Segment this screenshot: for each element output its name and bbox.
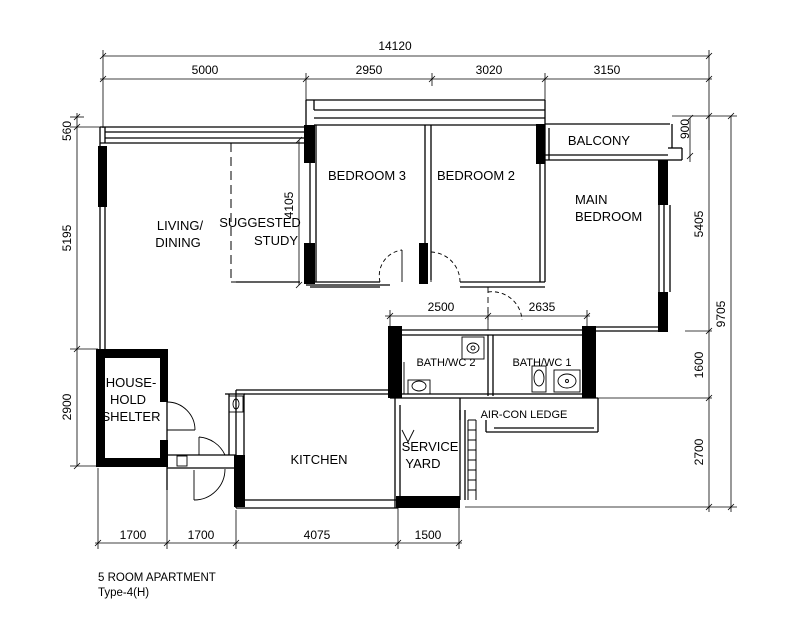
household-shelter-walls[interactable] xyxy=(96,349,168,467)
balcony-label[interactable]: BALCONY xyxy=(568,133,630,148)
bath1-width-dim: 2635 xyxy=(529,300,556,314)
doors xyxy=(166,249,523,501)
right-dim-3: 2700 xyxy=(692,438,706,465)
study-depth-dim: 4105 xyxy=(282,191,296,218)
caption: 5 ROOM APARTMENT Type-4(H) xyxy=(98,572,216,599)
kitchen-label[interactable]: KITCHEN xyxy=(290,452,347,467)
main-bedroom-label[interactable]: MAIN xyxy=(575,192,608,207)
service-yard-rack xyxy=(467,419,477,500)
structural-columns xyxy=(98,124,668,508)
bottom-dim-2: 1700 xyxy=(188,528,215,542)
right-dim-2: 1600 xyxy=(692,351,706,378)
dimension-lines xyxy=(70,50,737,549)
main-bedroom-label-2[interactable]: BEDROOM xyxy=(575,209,642,224)
household-shelter-label-2[interactable]: HOLD xyxy=(110,392,146,407)
left-dim-2: 5195 xyxy=(60,224,74,251)
toilet-icon xyxy=(466,342,480,354)
living-dining-label-2[interactable]: DINING xyxy=(155,235,201,250)
caption-subtitle: Type-4(H) xyxy=(98,587,149,599)
basin-icon xyxy=(411,380,427,392)
top-dim-3: 3020 xyxy=(476,63,503,77)
suggested-study-outline xyxy=(230,143,300,283)
bath-wc-2-label[interactable]: BATH/WC 2 xyxy=(416,357,475,369)
balcony-depth-dim: 900 xyxy=(678,119,692,139)
bottom-dim-4: 1500 xyxy=(415,528,442,542)
bottom-dim-1: 1700 xyxy=(120,528,147,542)
dimension-labels: 14120 5000 2950 3020 3150 560 5195 2900 … xyxy=(60,39,728,542)
room-labels: LIVING/ DINING SUGGESTED STUDY BEDROOM 3… xyxy=(102,133,643,471)
top-dim-2: 2950 xyxy=(356,63,383,77)
right-dim-1: 5405 xyxy=(692,210,706,237)
aircon-ledge-label[interactable]: AIR-CON LEDGE xyxy=(481,409,568,421)
top-dim-4: 3150 xyxy=(594,63,621,77)
top-dim-1: 5000 xyxy=(192,63,219,77)
basin-icon xyxy=(557,373,577,389)
bedroom-2-label[interactable]: BEDROOM 2 xyxy=(437,168,515,183)
service-yard-label-2[interactable]: YARD xyxy=(405,456,440,471)
living-dining-label[interactable]: LIVING/ xyxy=(157,218,204,233)
service-yard-label[interactable]: SERVICE xyxy=(402,439,459,454)
toilet-icon xyxy=(533,369,545,387)
bath2-width-dim: 2500 xyxy=(428,300,455,314)
bottom-dim-3: 4075 xyxy=(304,528,331,542)
overall-depth-dim: 9705 xyxy=(714,300,728,327)
suggested-study-label-2[interactable]: STUDY xyxy=(254,233,298,248)
household-shelter-label-3[interactable]: SHELTER xyxy=(102,409,161,424)
walls-thin xyxy=(99,99,683,509)
bedroom-3-label[interactable]: BEDROOM 3 xyxy=(328,168,406,183)
left-dim-3: 2900 xyxy=(60,393,74,420)
bath-fixtures xyxy=(403,336,581,395)
suggested-study-label[interactable]: SUGGESTED xyxy=(219,215,301,230)
left-dim-1: 560 xyxy=(60,121,74,141)
caption-title: 5 ROOM APARTMENT xyxy=(98,572,216,584)
overall-width-dim: 14120 xyxy=(378,39,412,53)
household-shelter-label[interactable]: HOUSE- xyxy=(106,375,157,390)
bath-wc-1-label[interactable]: BATH/WC 1 xyxy=(512,357,571,369)
